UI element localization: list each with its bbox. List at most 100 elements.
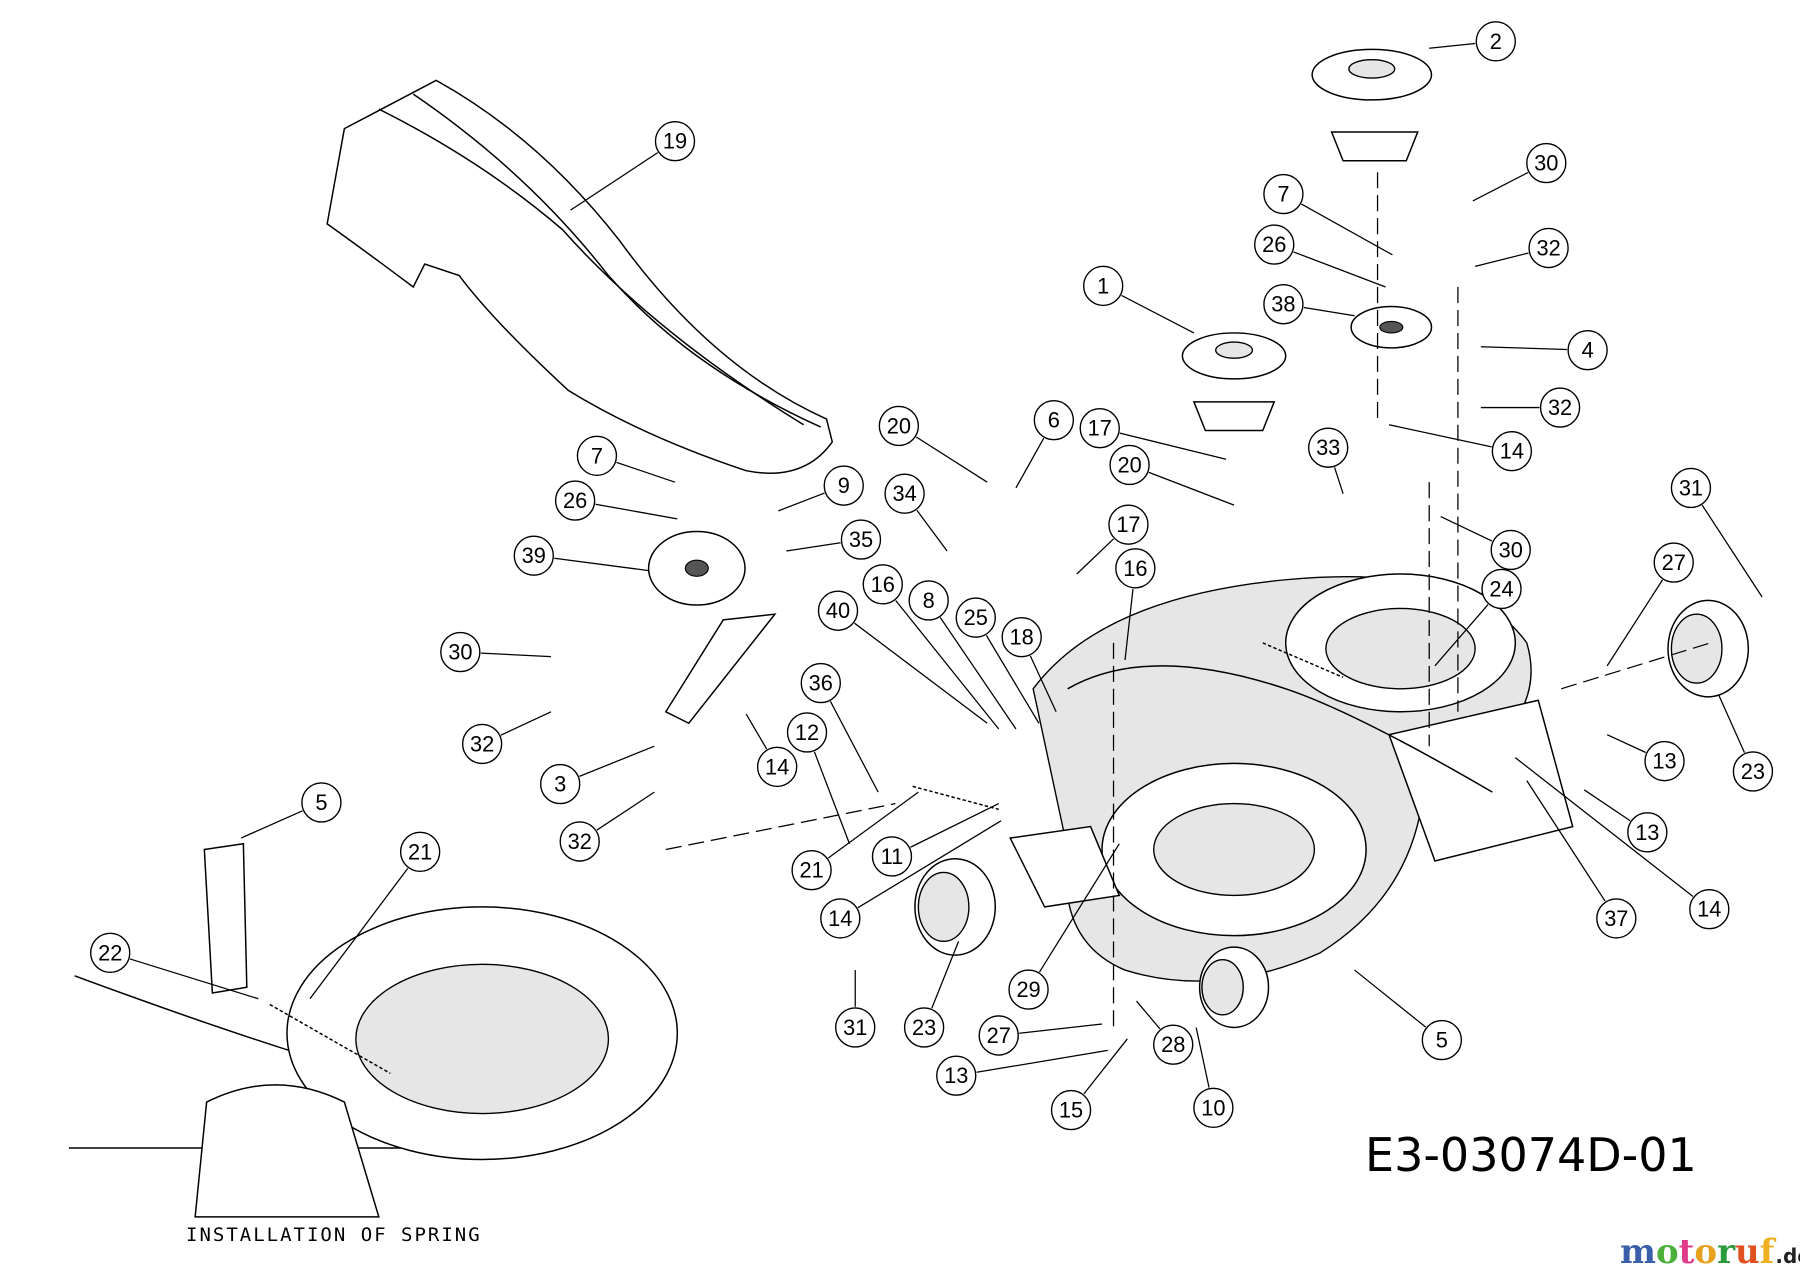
callout-circle — [955, 597, 996, 638]
callout-circle — [576, 435, 618, 476]
leader-line — [1148, 471, 1235, 506]
callout-number: 22 — [98, 940, 122, 965]
callout-number: 34 — [892, 481, 916, 506]
callout-19: 19 — [570, 121, 696, 211]
leader-line — [1135, 1000, 1161, 1030]
leader-line — [1195, 1027, 1210, 1088]
leader-line — [595, 503, 678, 520]
callout-39: 39 — [513, 535, 649, 576]
callout-32: 32 — [461, 711, 552, 765]
callout-circle — [1567, 329, 1608, 371]
callout-number: 17 — [1116, 512, 1140, 537]
callout-circle — [1644, 740, 1685, 782]
callout-number: 16 — [871, 572, 895, 597]
spindle-pulley-center — [1181, 332, 1287, 432]
callout-circle — [884, 473, 925, 514]
callout-circle — [440, 631, 481, 673]
drawing-code: E3-03074D-01 — [1365, 1128, 1697, 1182]
callout-number: 23 — [912, 1015, 936, 1040]
callout-18: 18 — [1001, 616, 1057, 713]
leader-line — [1388, 424, 1492, 448]
leader-line — [1119, 432, 1227, 460]
callout-21: 21 — [309, 831, 441, 1000]
callout-number: 30 — [1534, 151, 1558, 176]
callout-circle — [820, 898, 861, 939]
callout-number: 3 — [554, 772, 566, 797]
callout-circle — [1254, 224, 1295, 265]
callout-number: 38 — [1271, 292, 1295, 317]
leader-line — [1354, 969, 1427, 1028]
callout-number: 14 — [765, 754, 789, 779]
callout-number: 12 — [795, 720, 819, 745]
callout-25: 25 — [955, 597, 1040, 724]
callout-number: 36 — [809, 671, 833, 696]
callout-32: 32 — [1474, 227, 1569, 269]
callout-number: 8 — [923, 588, 935, 613]
callout-circle — [301, 782, 342, 823]
callout-number: 10 — [1201, 1095, 1225, 1120]
callout-14: 14 — [820, 820, 1002, 939]
callout-number: 27 — [987, 1023, 1011, 1048]
leader-line — [1029, 655, 1057, 713]
callout-13: 13 — [936, 1049, 1108, 1096]
callout-number: 40 — [826, 598, 850, 623]
mower-deck — [1009, 573, 1574, 982]
callout-number: 18 — [1010, 625, 1034, 650]
callout-number: 30 — [448, 640, 472, 665]
callout-33: 33 — [1307, 427, 1349, 494]
leader-line — [1333, 467, 1344, 494]
callout-circle — [786, 712, 828, 753]
callout-circle — [559, 821, 600, 862]
leader-line — [570, 152, 659, 211]
leader-line — [915, 436, 988, 483]
watermark-logo: motoruf.de — [1620, 1232, 1800, 1272]
callout-circle — [1475, 21, 1516, 62]
callout-21: 21 — [791, 791, 919, 891]
callout-number: 5 — [1436, 1028, 1448, 1053]
leader-line — [778, 492, 825, 512]
leader-line — [596, 791, 655, 831]
watermark-letter: o — [1694, 1232, 1718, 1272]
callout-number: 32 — [568, 829, 592, 854]
callout-number: 21 — [408, 839, 432, 864]
callout-circle — [1307, 427, 1349, 468]
leader-line — [916, 509, 948, 552]
callout-number: 32 — [1548, 395, 1572, 420]
callout-38: 38 — [1263, 284, 1355, 325]
callout-number: 7 — [591, 443, 603, 468]
callout-circle — [513, 535, 555, 576]
leader-line — [1038, 843, 1120, 973]
callout-number: 26 — [1262, 232, 1286, 257]
callout-circle — [862, 564, 903, 605]
callout-number: 39 — [522, 543, 546, 568]
callout-number: 17 — [1088, 416, 1112, 441]
callout-number: 7 — [1277, 182, 1289, 207]
callout-10: 10 — [1193, 1027, 1234, 1129]
callout-circle — [871, 836, 913, 877]
leader-line — [857, 820, 1002, 909]
spring — [912, 785, 999, 811]
callout-14: 14 — [745, 713, 798, 788]
callout-34: 34 — [884, 473, 948, 552]
leader-line — [129, 958, 259, 1000]
leader-line — [579, 745, 655, 777]
callout-35: 35 — [786, 519, 882, 560]
callout-number: 9 — [838, 473, 850, 498]
leader-line — [1076, 538, 1114, 575]
callout-circle — [835, 1007, 876, 1048]
callout-13: 13 — [1606, 734, 1685, 782]
callout-number: 16 — [1123, 556, 1147, 581]
callout-number: 14 — [1500, 439, 1524, 464]
callout-circle — [903, 1007, 945, 1048]
leader-line — [829, 701, 879, 793]
callout-23: 23 — [903, 941, 960, 1048]
callout-circle — [1079, 408, 1120, 449]
leader-line — [813, 751, 851, 845]
leader-line — [1303, 306, 1355, 317]
callout-number: 2 — [1490, 29, 1502, 54]
callout-16: 16 — [1115, 548, 1156, 661]
callout-number: 5 — [315, 790, 327, 815]
callout-number: 26 — [563, 488, 587, 513]
callout-number: 21 — [799, 858, 823, 883]
callout-number: 23 — [1741, 759, 1765, 784]
